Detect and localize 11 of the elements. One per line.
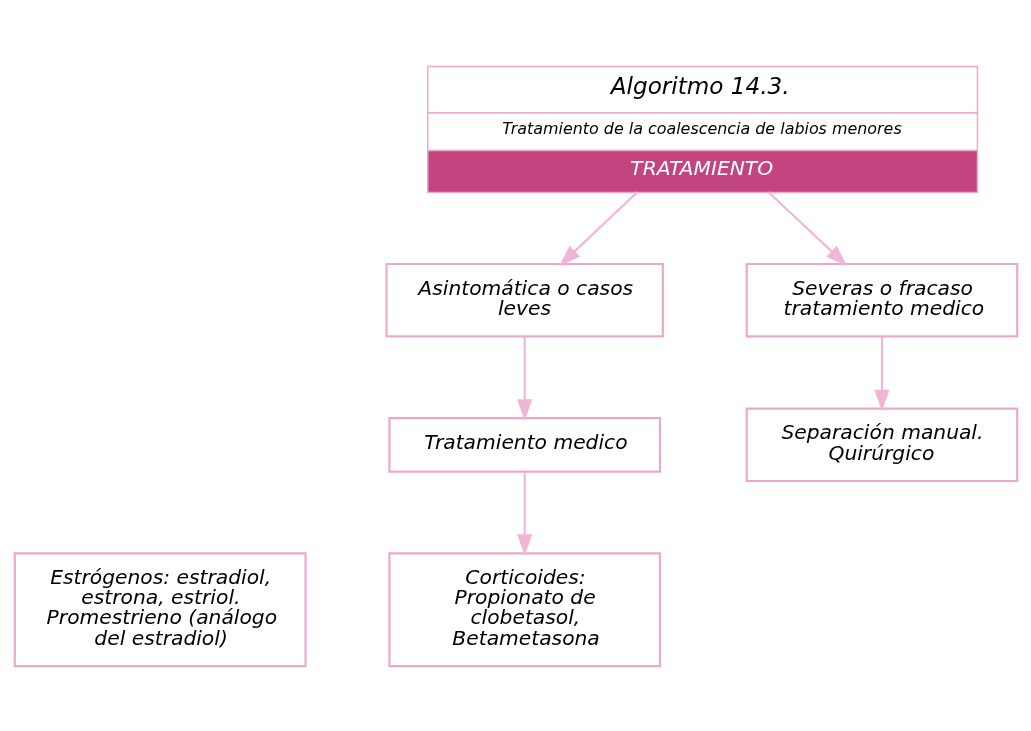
arrow <box>516 471 532 556</box>
node-box: Tratamiento medico <box>387 416 661 473</box>
arrow <box>767 190 847 266</box>
node-box: Separación manual. Quirúrgico <box>745 407 1018 482</box>
arrow <box>516 336 532 421</box>
arrow <box>873 336 890 412</box>
node-box: Asintomática o casos leves <box>384 262 664 337</box>
node-box: Corticoides: Propionato de clobetasol, Betametasona <box>387 551 661 667</box>
arrow <box>558 190 638 266</box>
node-box: Severas o fracaso tratamiento medico <box>745 262 1018 337</box>
node-box: Estrógenos: estradiol, estrona, estriol. Promestrieno (análogo del estradiol) <box>13 551 307 667</box>
